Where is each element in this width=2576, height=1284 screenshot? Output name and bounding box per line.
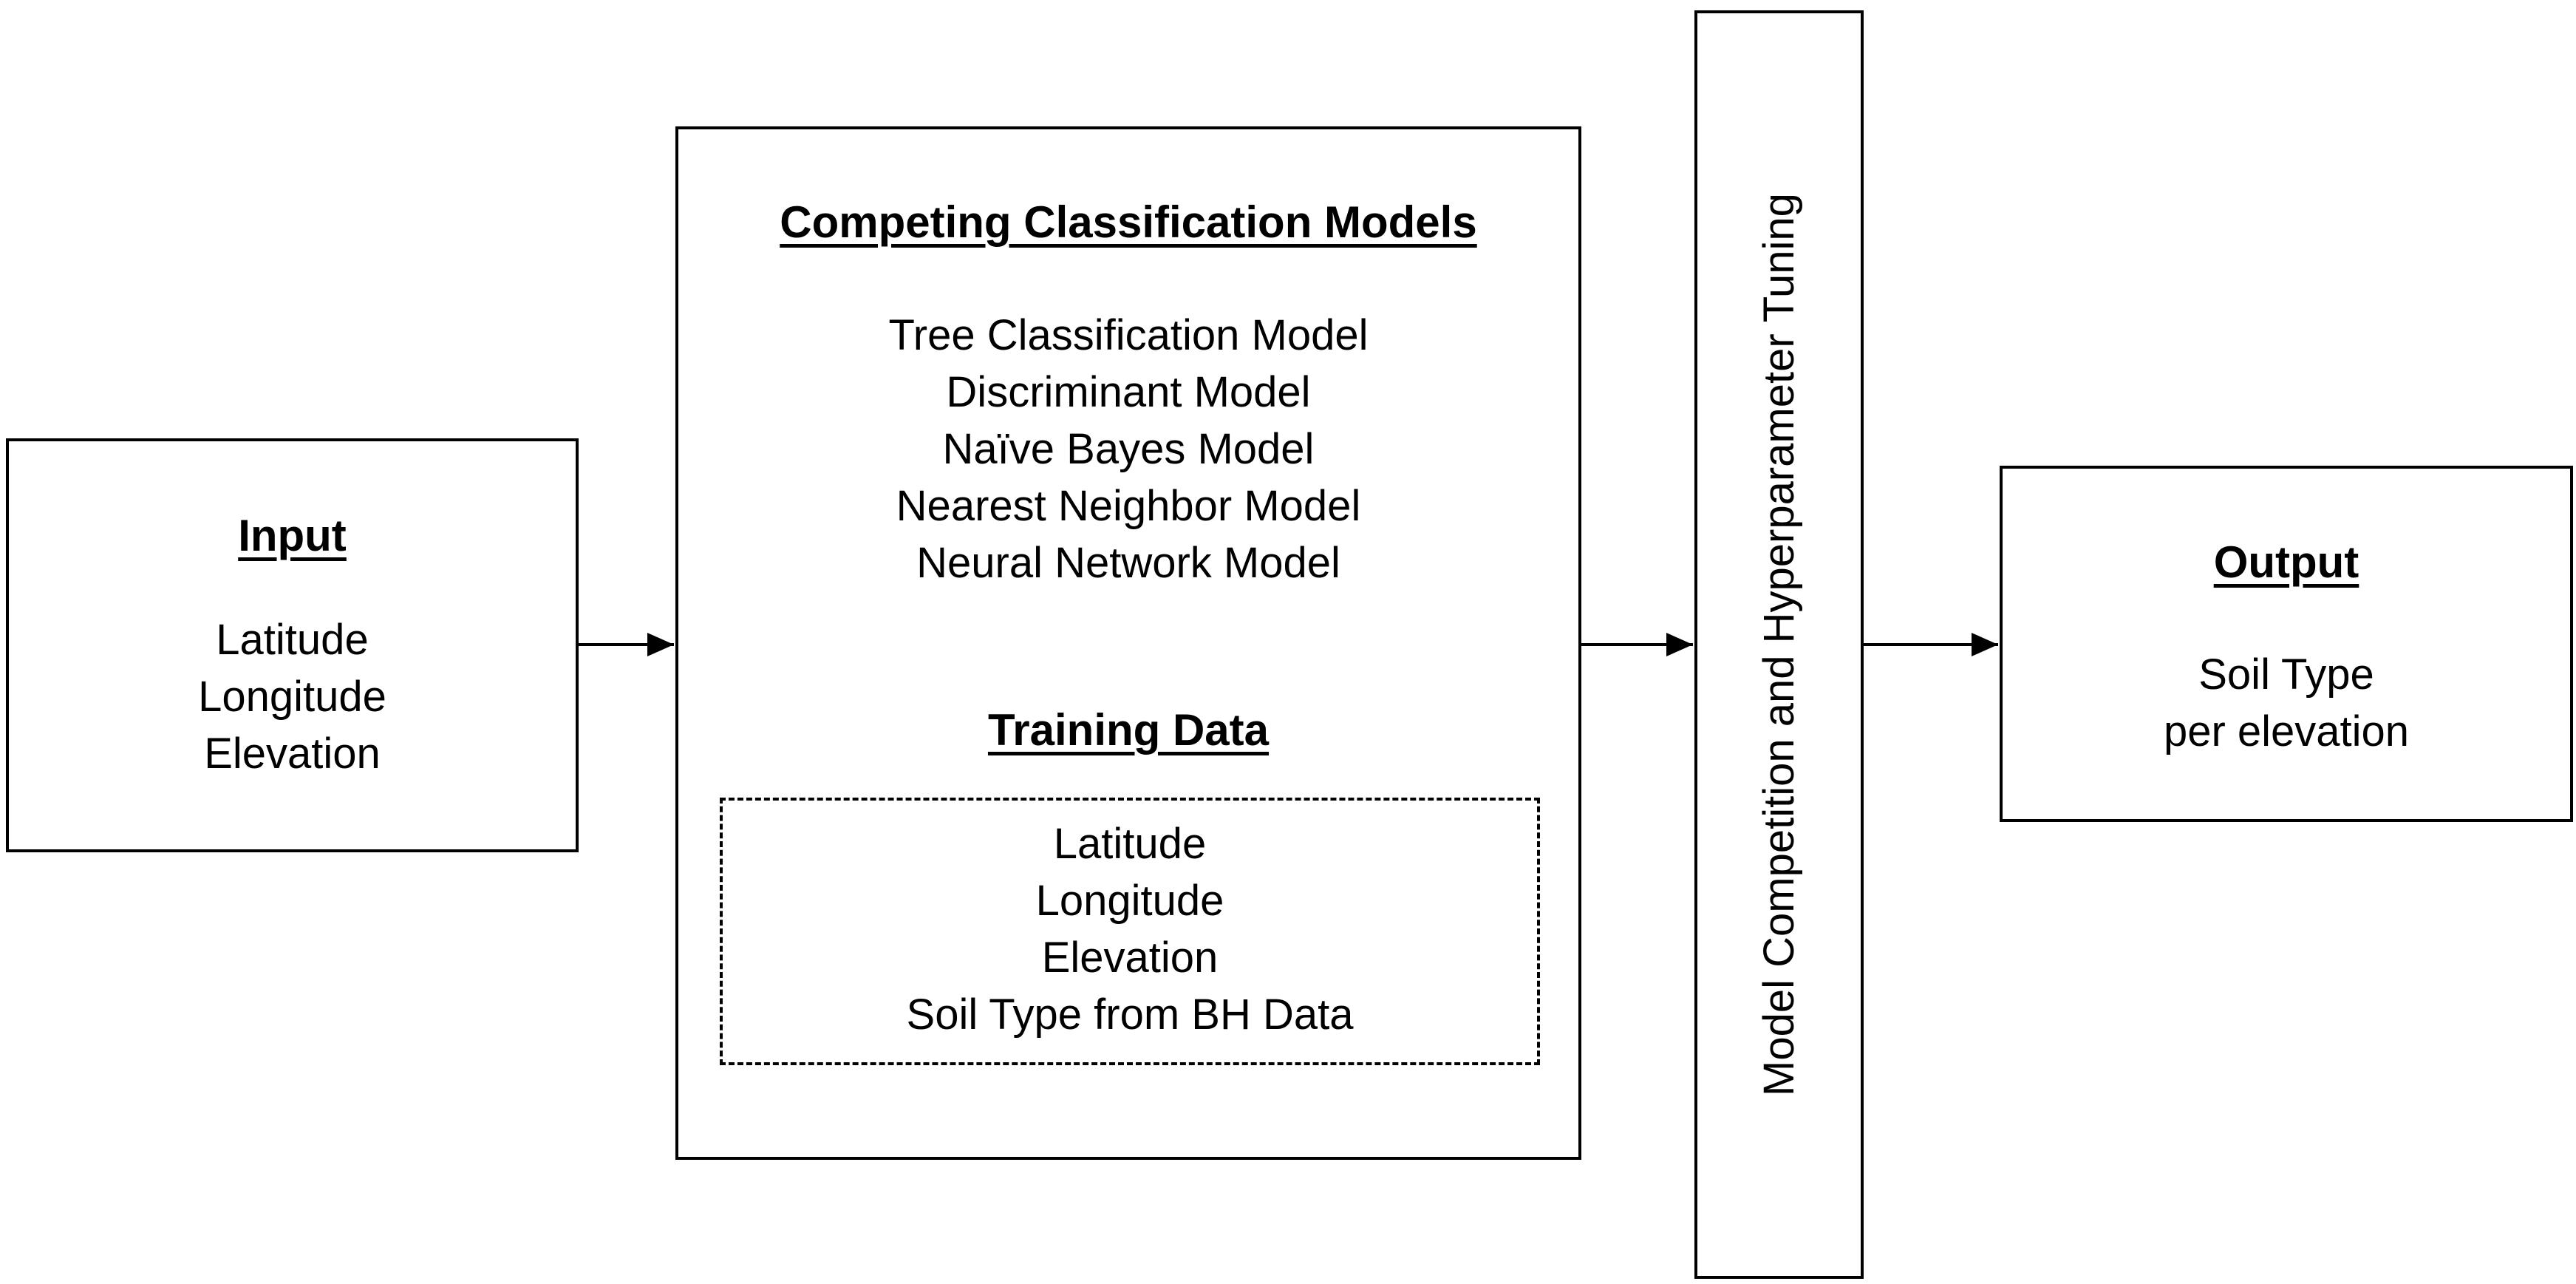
- input-heading: Input: [238, 511, 347, 560]
- input-list: Latitude Longitude Elevation: [9, 611, 576, 782]
- tuning-label: Model Competition and Hyperparameter Tun…: [1754, 193, 1803, 1096]
- output-box: Output Soil Type per elevation: [2000, 466, 2573, 822]
- models-box: Competing Classification Models Tree Cla…: [675, 126, 1581, 1160]
- output-item: Soil Type: [2198, 651, 2374, 699]
- training-item: Soil Type from BH Data: [906, 991, 1354, 1039]
- output-heading: Output: [2213, 537, 2359, 587]
- input-item: Longitude: [198, 673, 386, 721]
- model-item: Discriminant Model: [946, 368, 1311, 416]
- training-item: Latitude: [1053, 820, 1207, 868]
- model-item: Neural Network Model: [916, 539, 1340, 587]
- input-item: Elevation: [204, 730, 381, 778]
- training-item: Elevation: [1041, 934, 1219, 982]
- output-item: per elevation: [2163, 707, 2410, 755]
- training-list: Latitude Longitude Elevation Soil Type f…: [723, 815, 1537, 1043]
- tuning-box: Model Competition and Hyperparameter Tun…: [1694, 10, 1864, 1279]
- model-item: Tree Classification Model: [888, 311, 1369, 359]
- training-data-box: Latitude Longitude Elevation Soil Type f…: [720, 798, 1540, 1065]
- models-list: Tree Classification Model Discriminant M…: [678, 307, 1578, 591]
- training-heading: Training Data: [987, 705, 1270, 755]
- model-item: Nearest Neighbor Model: [896, 482, 1361, 530]
- input-box: Input Latitude Longitude Elevation: [6, 438, 579, 852]
- input-item: Latitude: [216, 616, 369, 664]
- training-item: Longitude: [1035, 877, 1224, 925]
- output-list: Soil Type per elevation: [2003, 646, 2570, 760]
- models-heading: Competing Classification Models: [780, 197, 1477, 247]
- model-item: Naïve Bayes Model: [942, 425, 1315, 473]
